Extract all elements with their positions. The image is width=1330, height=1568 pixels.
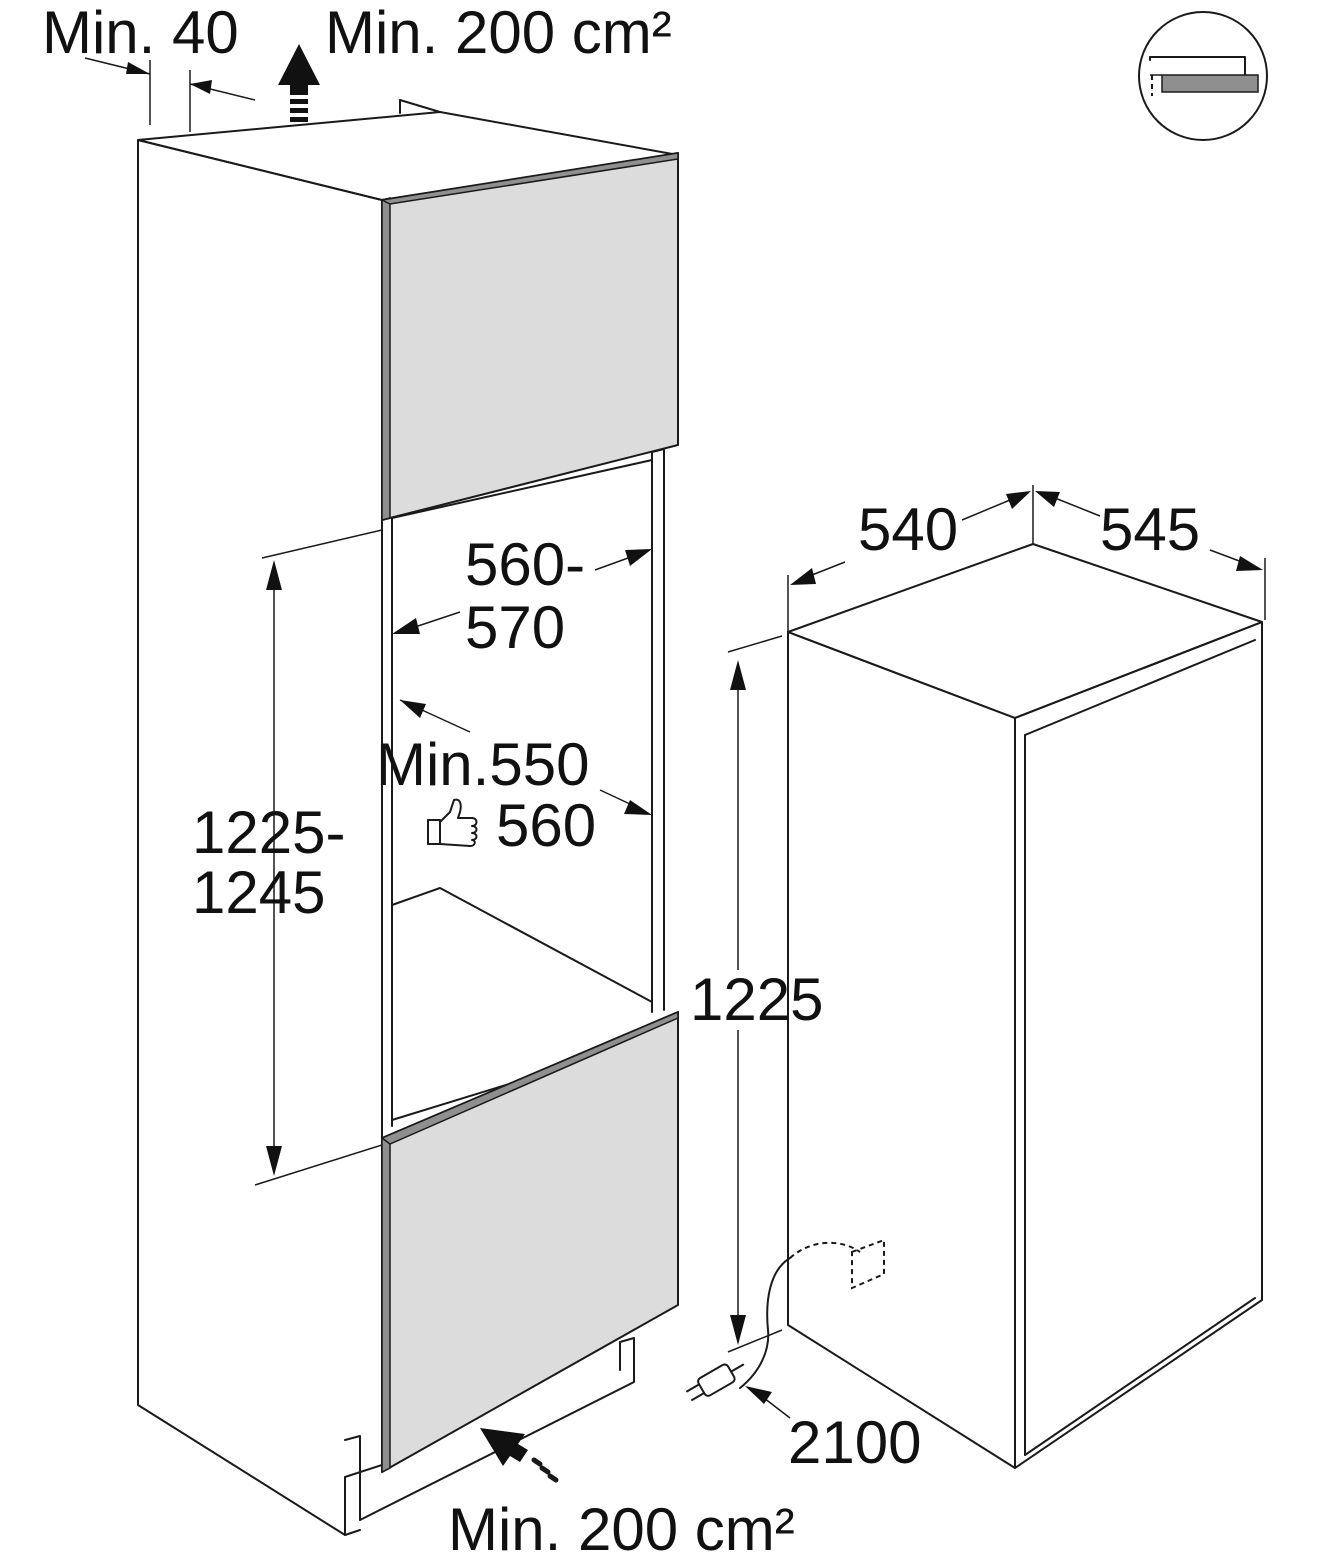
- niche-height-dimension: 1225- 1245: [192, 529, 383, 1186]
- niche-width-dimension: 560- 570: [392, 531, 652, 661]
- appliance-height-dimension: 1225: [690, 635, 823, 1353]
- cable-length-dimension: 2100: [745, 1386, 921, 1476]
- appliance-depth-label: 545: [1100, 496, 1200, 563]
- power-cable: [739, 1238, 885, 1389]
- bottom-vent-label: Min. 200 cm²: [448, 1496, 795, 1563]
- top-vent-arrow: Min. 200 cm²: [278, 0, 672, 122]
- niche-depth-min-label: Min.550: [376, 731, 589, 798]
- appliance-top-dimensions: 540 545: [787, 485, 1266, 632]
- appliance: [787, 543, 1263, 1469]
- lower-door-panel: [380, 1010, 679, 1474]
- appliance-width-label: 540: [858, 496, 958, 563]
- niche-width-label-2: 570: [465, 594, 565, 661]
- thumbs-up-icon: [427, 798, 478, 847]
- upper-door-panel: [379, 152, 679, 521]
- top-gap-label: Min. 40: [42, 0, 239, 66]
- appliance-height-label: 1225: [690, 966, 823, 1033]
- niche-depth-recommended-label: 560: [496, 792, 596, 859]
- top-gap-dimension: Min. 40: [42, 0, 256, 132]
- top-vent-label: Min. 200 cm²: [325, 0, 672, 66]
- bottom-vent-arrow: Min. 200 cm²: [448, 1428, 795, 1563]
- niche-height-label-1: 1225-: [192, 799, 345, 866]
- niche-width-label-1: 560-: [465, 531, 585, 598]
- niche-depth-dimension: Min.550 560: [376, 699, 652, 859]
- niche-height-label-2: 1245: [192, 859, 325, 926]
- power-plug-icon: [686, 1363, 745, 1401]
- cable-length-label: 2100: [788, 1409, 921, 1476]
- flush-door-install-icon: [1138, 11, 1268, 141]
- cabinet: [137, 99, 679, 1536]
